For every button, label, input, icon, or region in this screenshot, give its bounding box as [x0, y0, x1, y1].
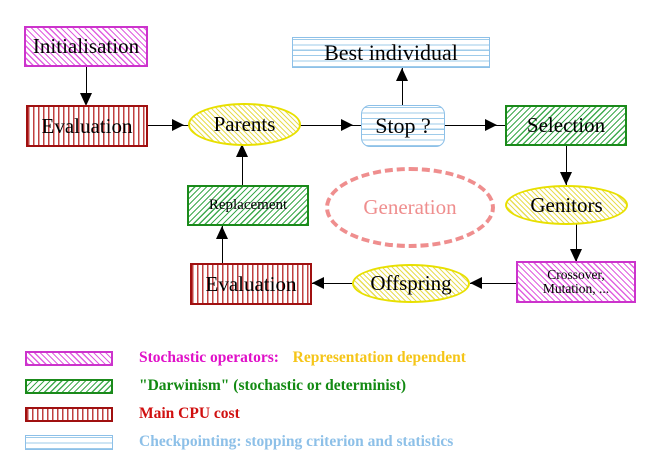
arrowhead-up-parents — [236, 144, 248, 157]
arrowhead-left-offspring — [470, 277, 482, 289]
arrowhead-right-stop — [341, 119, 353, 131]
connector-replacement-to-parents — [242, 144, 244, 186]
connector-evaluation-to-replacement — [222, 226, 224, 265]
connector-stop-to-best-individual — [402, 68, 404, 106]
arrowhead-left-evaluation-bottom — [312, 277, 324, 289]
arrowhead-right-parents — [172, 119, 184, 131]
node-crossover-mutation[interactable]: Crossover, Mutation, ... — [516, 261, 636, 303]
node-selection-label: Selection — [526, 113, 606, 138]
node-crossover-mutation-label: Crossover, Mutation, ... — [542, 266, 610, 296]
node-initialisation-label: Initialisation — [32, 34, 140, 59]
connector-parents-to-stop — [300, 125, 361, 127]
node-replacement-label: Replacement — [208, 196, 288, 213]
legend-row-checkpointing: Checkpointing: stopping criterion and st… — [25, 433, 453, 451]
legend-swatch-green-hatch — [25, 378, 113, 394]
connector-offspring-to-evaluation — [312, 283, 354, 285]
node-offspring[interactable]: Offspring — [352, 264, 470, 303]
node-parents[interactable]: Parents — [188, 103, 301, 146]
node-generation: Generation — [325, 167, 495, 248]
node-parents-label: Parents — [213, 112, 276, 137]
legend-swatch-blue-hatch — [25, 434, 113, 450]
connector-stop-to-selection — [445, 125, 505, 127]
arrowhead-down-crossover — [570, 249, 582, 262]
legend-row-darwinism: "Darwinism" (stochastic or determinist) — [25, 377, 406, 395]
node-stop[interactable]: Stop ? — [361, 105, 445, 147]
node-generation-label: Generation — [363, 195, 457, 219]
legend-label-darwinism: "Darwinism" (stochastic or determinist) — [139, 377, 407, 394]
arrowhead-right-selection — [485, 119, 497, 131]
node-selection[interactable]: Selection — [505, 105, 627, 146]
arrowhead-up-best-individual — [396, 68, 408, 81]
node-initialisation[interactable]: Initialisation — [24, 26, 148, 67]
node-best-individual[interactable]: Best individual — [292, 37, 490, 68]
node-evaluation-top-label: Evaluation — [41, 113, 133, 138]
arrowhead-down-genitors — [560, 172, 572, 185]
node-best-individual-label: Best individual — [324, 39, 458, 65]
legend-label-main-cpu-cost: Main CPU cost — [139, 405, 240, 422]
connector-crossover-to-offspring — [470, 283, 516, 285]
node-evaluation-bottom-label: Evaluation — [205, 271, 297, 296]
node-stop-label: Stop ? — [375, 113, 431, 139]
legend-swatch-magenta-hatch — [25, 350, 113, 366]
node-genitors[interactable]: Genitors — [505, 185, 628, 225]
legend-label-stochastic-operators: Stochastic operators: — [139, 349, 279, 366]
connector-selection-to-genitors — [566, 146, 568, 186]
connector-initialisation-to-evaluation — [86, 67, 88, 100]
legend-label-checkpointing: Checkpointing: stopping criterion and st… — [139, 433, 454, 450]
legend-label-representation-dependent: Representation dependent — [284, 349, 466, 366]
node-genitors-label: Genitors — [530, 192, 603, 217]
legend-swatch-red-hatch — [25, 406, 113, 422]
connector-evaluation-to-parents — [148, 125, 190, 127]
node-replacement[interactable]: Replacement — [187, 185, 309, 226]
legend-row-main-cpu-cost: Main CPU cost — [25, 405, 240, 423]
node-offspring-label: Offspring — [370, 271, 452, 296]
node-evaluation-top[interactable]: Evaluation — [26, 105, 148, 147]
arrowhead-down-initialisation — [80, 93, 92, 106]
connector-genitors-to-crossover — [576, 224, 578, 262]
legend-row-stochastic-operators: Stochastic operators: Representation dep… — [25, 349, 466, 367]
node-evaluation-bottom[interactable]: Evaluation — [190, 263, 312, 305]
arrowhead-up-replacement — [216, 226, 228, 239]
